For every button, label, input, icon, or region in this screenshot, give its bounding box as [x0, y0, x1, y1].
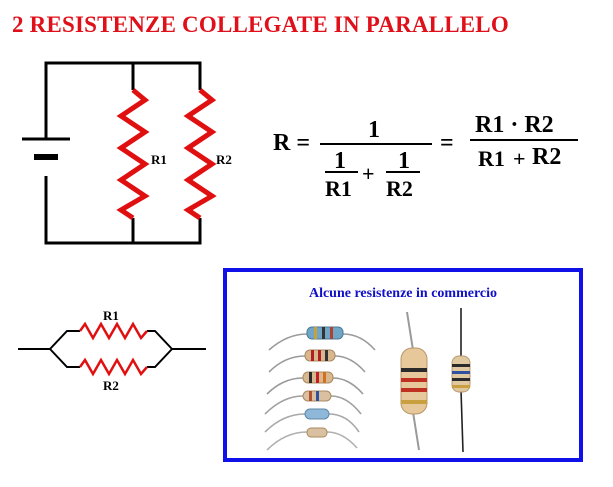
parallel-schematic [18, 330, 206, 368]
battery-symbol [22, 137, 70, 160]
small-resistor-4 [264, 390, 362, 415]
large-resistor [400, 311, 428, 451]
small-resistor-5 [264, 408, 360, 433]
resistor-r2-zigzag [183, 88, 217, 221]
schematic-r2-zigzag [78, 357, 148, 377]
circuit-wire-top [44, 61, 202, 138]
schematic-branch-top-right [147, 330, 173, 350]
resistor-photo-panel: Alcune resistenze in commercio [223, 268, 583, 462]
small-resistor-3 [266, 371, 364, 395]
page-title: 2 RESISTENZE COLLEGATE IN PARALLELO [12, 12, 509, 37]
resistor-r1-zigzag [116, 88, 150, 221]
formula-frac2-numerator: 1 [398, 148, 410, 174]
formula-frac2-denominator: R2 [386, 176, 413, 201]
formula-equals: = [440, 130, 454, 156]
schematic-r1-label: R1 [103, 308, 119, 323]
formula-plus: + [362, 161, 375, 186]
formula-product-numerator: R1 · R2 [475, 112, 554, 138]
schematic-r1-zigzag [78, 321, 148, 341]
formula-frac1-numerator: 1 [334, 148, 346, 174]
circuit-wire-bottom [44, 176, 202, 245]
formula-frac1-denominator: R1 [325, 176, 352, 201]
parallel-circuit [44, 61, 202, 245]
schematic-branch-bottom-left [49, 348, 80, 368]
formula-numerator: 1 [368, 117, 380, 143]
schematic-r2-label: R2 [103, 378, 119, 393]
parallel-formula: R = 1 1 R1 + 1 R2 = R1 · R2 R1 + R2 [273, 112, 578, 201]
small-resistor-1 [268, 326, 376, 351]
small-resistor-6 [266, 427, 358, 451]
formula-sum-r1: R1 [478, 146, 505, 171]
circuit-r1-label: R1 [151, 152, 167, 167]
schematic-branch-bottom-right [147, 348, 173, 368]
panel-title: Alcune resistenze in commercio [308, 286, 498, 301]
schematic-branch-top-left [49, 330, 80, 350]
formula-lhs: R = [273, 130, 310, 156]
formula-sum-r2: R2 [532, 144, 561, 170]
formula-sum-plus: + [513, 146, 526, 171]
small-resistor-2 [268, 349, 366, 373]
resistor-photo [264, 308, 471, 453]
vertical-resistor [451, 308, 471, 453]
circuit-r2-label: R2 [216, 152, 232, 167]
